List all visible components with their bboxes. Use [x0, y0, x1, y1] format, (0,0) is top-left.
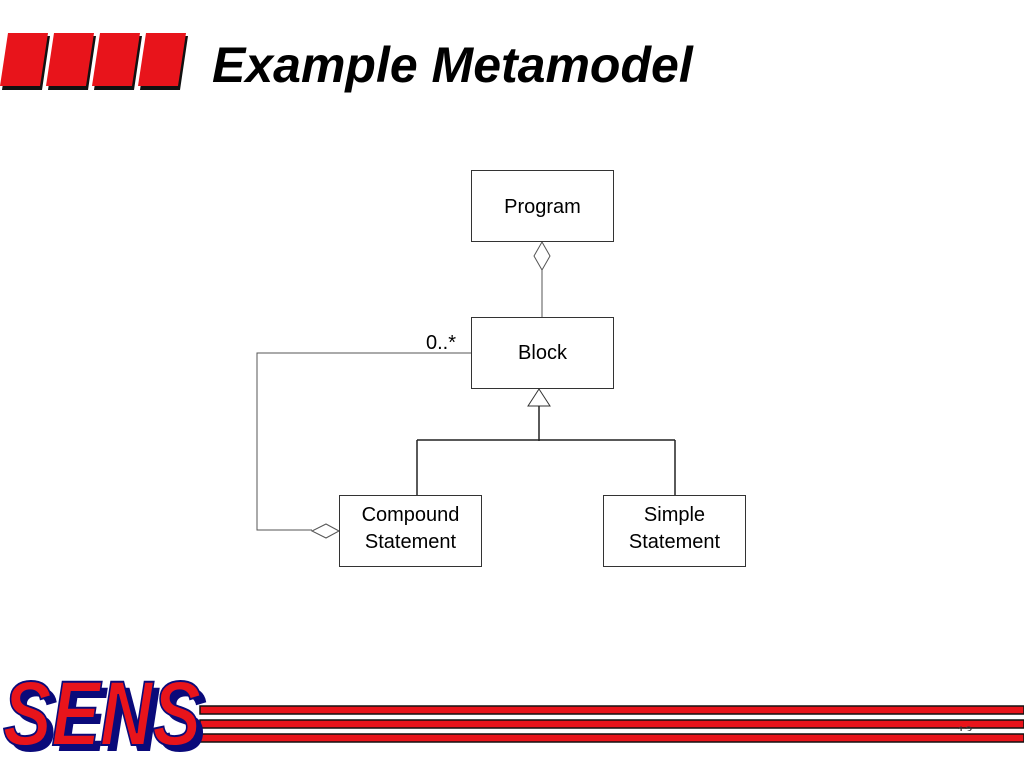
aggregation-program-block — [533, 240, 551, 317]
sens-logo-text: SENS — [3, 663, 201, 765]
class-program: Program — [471, 170, 614, 242]
class-block-label: Block — [518, 342, 567, 364]
class-simple-statement-label-line2: Statement — [628, 531, 721, 553]
header-stripes — [0, 33, 188, 90]
class-block: Block — [471, 317, 614, 389]
class-program-label: Program — [504, 196, 581, 218]
page-number: 13 — [957, 722, 987, 731]
class-simple-statement: Simple Statement — [603, 495, 746, 567]
class-compound-statement-label-line1: Compound — [361, 504, 460, 526]
aggregation-diamond-icon — [533, 240, 551, 272]
sens-logo-shadow: SENS — [9, 669, 207, 768]
class-simple-statement-label-line1: Simple — [643, 504, 706, 526]
aggregation-compound-block — [256, 352, 471, 539]
footer-rules — [199, 705, 1024, 743]
class-compound-statement-label-line2: Statement — [364, 531, 457, 553]
generalization-tree — [416, 388, 676, 495]
aggregation-diamond-icon — [310, 523, 341, 539]
multiplicity-label: 0..* — [426, 332, 457, 354]
class-compound-statement: Compound Statement — [339, 495, 482, 567]
slide-title: Example Metamodel — [212, 37, 693, 93]
sens-logo: SENS SENS — [2, 662, 207, 768]
page-number-text: 13 — [957, 723, 973, 731]
